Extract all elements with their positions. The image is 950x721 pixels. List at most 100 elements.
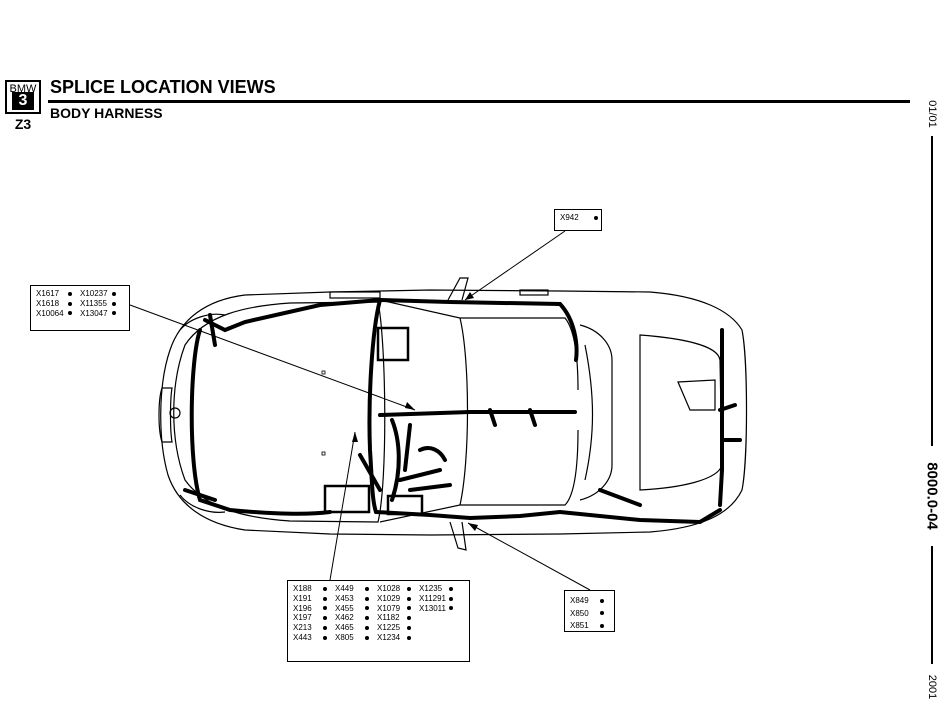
arrowhead-left [405,402,415,410]
splice-code: X462 [335,613,354,623]
callout-left: X1617 X1618 X10064 X10237 X11355 X13047 [30,285,130,331]
splice-item: X1225 [377,623,411,633]
arrowhead-x942 [465,292,474,300]
splice-item: X849 [570,595,604,608]
splice-dot [365,606,369,611]
splice-dot [407,616,411,621]
splice-code: X850 [570,608,589,618]
splice-dot [323,616,327,621]
module-upper [376,326,410,362]
leader-lines [129,230,591,591]
side-rule-bottom [931,546,933,664]
splice-item: X850 [570,608,604,621]
harness-branch-d [408,483,452,492]
splice-item: X1029 [377,594,411,604]
leader-bottom-center [329,431,356,581]
splice-dot [600,611,604,616]
page-subtitle: BODY HARNESS [50,105,163,121]
trunk-lid [639,334,723,491]
splice-code: X1079 [377,603,401,613]
harness-rear-vertical [718,328,724,507]
splice-code: X1618 [36,298,60,308]
logo-series: 3 [12,92,34,110]
splice-code: X851 [570,621,589,630]
left-mirror [447,277,469,301]
splice-item: X465 [335,623,369,633]
splice-dot [323,586,327,591]
splice-code: X453 [335,593,354,603]
splice-dot [68,311,72,316]
splice-item: X455 [335,604,369,614]
splice-dot [594,215,598,220]
splice-item: X213 [293,623,327,633]
splice-dot [68,301,72,306]
callout-bottom-right: X849 X850 X851 [564,590,615,632]
splice-item: X10237 [80,289,116,299]
splice-item: X11291 [419,594,453,604]
bmw-logo: BMW 3 Z3 [3,80,43,132]
module-boxes [323,326,424,516]
leader-arrowheads [352,292,478,531]
callout-column: X1617 X1618 X10064 [36,289,72,318]
leader-x942 [464,230,566,301]
wiper-motor [329,291,381,299]
splice-item: X453 [335,594,369,604]
splice-code: X1182 [377,613,400,623]
harness-branch-a [403,423,412,472]
splice-code: X443 [293,632,312,642]
callout-x942: X942 [554,209,602,231]
splice-code: X11291 [419,593,446,603]
splice-code: X1617 [36,289,60,298]
car-outline [160,289,748,536]
side-rule-top [931,136,933,446]
splice-item: X1079 [377,604,411,614]
wiring-harness [183,297,742,525]
header-rule [48,100,910,103]
harness-dash [390,418,401,502]
trunk-detail [677,379,716,411]
splice-code: X188 [293,584,312,593]
splice-dot [407,586,411,591]
harness-front-top [203,297,452,333]
harness-front-loop [189,328,332,516]
splice-dot [365,596,369,601]
harness-branch-e [358,453,382,492]
arrowhead-bottom-right [468,523,478,531]
splice-item: X196 [293,604,327,614]
callout-column: X849 X850 X851 [570,595,604,633]
splice-dot [407,596,411,601]
splice-item: X851 [570,620,604,633]
rear-deck-line [584,344,594,481]
callout-bottom-center: X188 X191 X196 X197 X213 X443 X449 X453 … [287,580,470,662]
splice-item: X1617 [36,289,72,299]
splice-item: X805 [335,633,369,643]
logo-badge: BMW 3 [5,80,41,114]
splice-code: X213 [293,623,312,633]
splice-code: X455 [335,603,354,613]
callout-column: X1235 X11291 X13011 [419,584,453,613]
callout-column: X449 X453 X455 X462 X465 X805 [335,584,369,643]
harness-left-rail [367,298,382,514]
splice-dot [365,616,369,621]
splice-code: X191 [293,593,312,603]
splice-item: X13011 [419,604,453,614]
marker-2 [321,451,326,456]
splice-item: X188 [293,584,327,594]
front-right-lamp [179,494,226,513]
splice-item: X462 [335,613,369,623]
splice-dot [365,626,369,631]
harness-crossmember [378,410,577,417]
splice-code: X196 [293,603,312,613]
splice-code: X849 [570,596,589,605]
harness-tail-branch [718,403,737,412]
splice-dot [323,626,327,631]
splice-code: X1029 [377,593,401,603]
hood-line [173,301,386,523]
splice-dot [68,291,72,296]
logo-model: Z3 [14,116,32,132]
leader-left [129,304,416,411]
harness-rear-branch [598,488,642,507]
splice-item: X449 [335,584,369,594]
harness-door-top [448,300,579,362]
